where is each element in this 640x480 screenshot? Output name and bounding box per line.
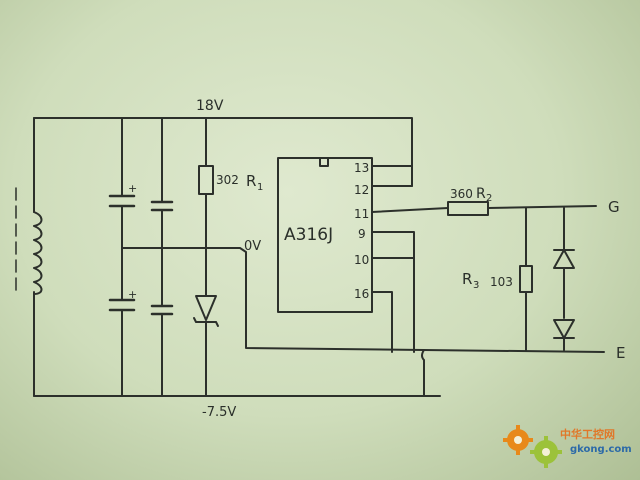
bottom-drop [421, 349, 425, 397]
label-r2-value: 360 [450, 187, 473, 201]
label-g-terminal: G [608, 198, 620, 216]
out-zener-bottom [553, 319, 575, 339]
label-ic-name: A316J [284, 225, 333, 245]
r2-resistor [447, 201, 489, 216]
label-r2-name: R [476, 186, 486, 202]
label-pin16: 16 [354, 287, 369, 301]
top-rail-18v [33, 117, 413, 187]
label-r1-name: R [246, 172, 256, 190]
label-pin11: 11 [354, 207, 369, 221]
label-r2-sub: 2 [486, 193, 492, 204]
g-line [487, 205, 597, 209]
pin16-wire [371, 291, 393, 353]
label-r1-value: 302 [216, 173, 239, 187]
label-r3-name: R [462, 270, 472, 288]
label-0v: 0V [244, 239, 261, 254]
label-pin12: 12 [354, 183, 369, 197]
cap1-plus-top: + [128, 182, 137, 195]
mid-rail-0v [121, 247, 605, 353]
watermark-cn: 中华工控网 [560, 427, 615, 441]
cap1-plus-bottom: + [128, 288, 137, 301]
out-zener-top [553, 249, 575, 269]
label-pin10: 10 [354, 253, 369, 267]
gear-green-icon [530, 436, 562, 468]
label-18v: 18V [196, 98, 224, 114]
cap2-plates [150, 200, 174, 316]
r3-resistor [519, 265, 533, 293]
r1-resistor [198, 165, 214, 195]
zener-diode [193, 295, 219, 327]
label-pin9: 9 [358, 227, 366, 241]
ic-notch [319, 157, 329, 167]
label-e-terminal: E [616, 344, 625, 362]
transformer-coil [33, 211, 43, 295]
pin9-wire [371, 231, 415, 353]
gear-orange-icon [503, 425, 533, 455]
label-r3-sub: 3 [473, 280, 479, 291]
cap1-plates [108, 194, 136, 312]
label-neg-voltage: -7.5V [202, 405, 236, 420]
watermark-url: gkong.com [570, 444, 632, 455]
label-r3-value: 103 [490, 275, 513, 289]
label-r1-sub: 1 [257, 182, 263, 193]
ic-body [277, 157, 373, 313]
label-pin13: 13 [354, 161, 369, 175]
gkong-logo: 中华工控网 gkong.com [503, 425, 632, 468]
pin11-wire [371, 207, 449, 213]
